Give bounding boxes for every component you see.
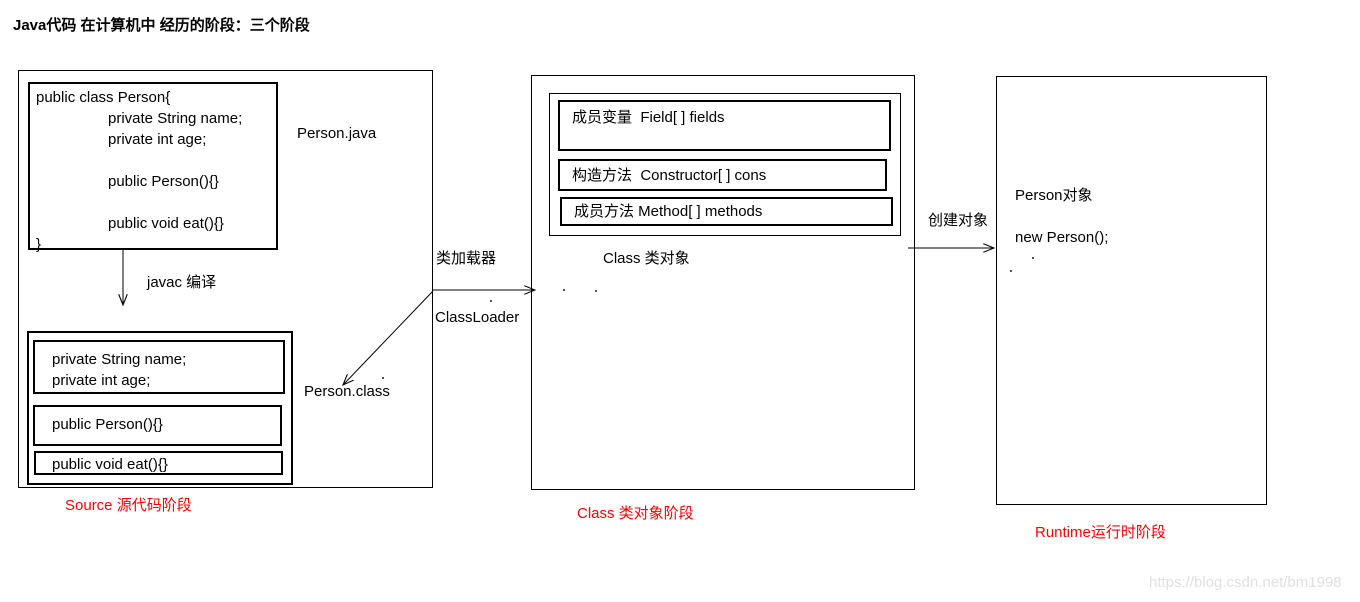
create-object-label: 创建对象 bbox=[928, 212, 989, 229]
compiled-method-line: public void eat(){} bbox=[52, 456, 168, 473]
compiled-constructor-line: public Person(){} bbox=[52, 416, 163, 433]
stray-dot bbox=[1010, 270, 1012, 272]
fields-member-box: 成员变量 Field[ ] fields bbox=[558, 100, 891, 151]
code-line: private int age; bbox=[108, 131, 207, 148]
code-line: public void eat(){} bbox=[108, 215, 224, 232]
compiled-method-box: public void eat(){} bbox=[34, 451, 283, 475]
watermark: https://blog.csdn.net/bm1998 bbox=[1149, 574, 1342, 591]
person-java-label: Person.java bbox=[297, 125, 377, 142]
stray-dot bbox=[595, 290, 597, 292]
stray-dot bbox=[382, 377, 384, 379]
compiled-field-line: private String name; bbox=[52, 351, 187, 368]
javac-label: javac 编译 bbox=[147, 274, 217, 291]
fields-member-label: 成员变量 Field[ ] fields bbox=[572, 109, 725, 126]
code-line: public Person(){} bbox=[108, 173, 219, 190]
class-loader-label-cn: 类加载器 bbox=[436, 250, 497, 267]
class-loader-label-en: ClassLoader bbox=[435, 309, 520, 326]
methods-member-label: 成员方法 Method[ ] methods bbox=[574, 203, 763, 220]
class-object-label: Class 类对象 bbox=[603, 250, 690, 267]
code-line: } bbox=[36, 236, 42, 253]
diagram-title: Java代码 在计算机中 经历的阶段：三个阶段 bbox=[13, 17, 310, 34]
person-class-label: Person.class bbox=[304, 383, 390, 400]
runtime-stage-label: Runtime运行时阶段 bbox=[1035, 524, 1166, 541]
stray-dot bbox=[563, 289, 565, 291]
stray-dot bbox=[1032, 257, 1034, 259]
class-stage-label: Class 类对象阶段 bbox=[577, 505, 694, 522]
source-code-box: public class Person{ private String name… bbox=[28, 82, 278, 253]
runtime-stage-box bbox=[996, 76, 1267, 505]
code-line: private String name; bbox=[108, 110, 243, 127]
code-line-blank bbox=[36, 192, 276, 213]
compiled-constructor-box: public Person(){} bbox=[33, 405, 282, 446]
new-person-code: new Person(); bbox=[1015, 229, 1109, 246]
constructor-member-box: 构造方法 Constructor[ ] cons bbox=[558, 159, 887, 191]
source-stage-label: Source 源代码阶段 bbox=[65, 497, 192, 514]
compiled-fields-box: private String name; private int age; bbox=[33, 340, 285, 394]
methods-member-box: 成员方法 Method[ ] methods bbox=[560, 197, 893, 226]
person-object-label: Person对象 bbox=[1015, 187, 1093, 204]
code-line: public class Person{ bbox=[36, 89, 171, 106]
compiled-field-line: private int age; bbox=[52, 372, 151, 389]
stray-dot bbox=[490, 300, 492, 302]
constructor-member-label: 构造方法 Constructor[ ] cons bbox=[572, 167, 767, 184]
code-line-blank bbox=[36, 150, 276, 171]
